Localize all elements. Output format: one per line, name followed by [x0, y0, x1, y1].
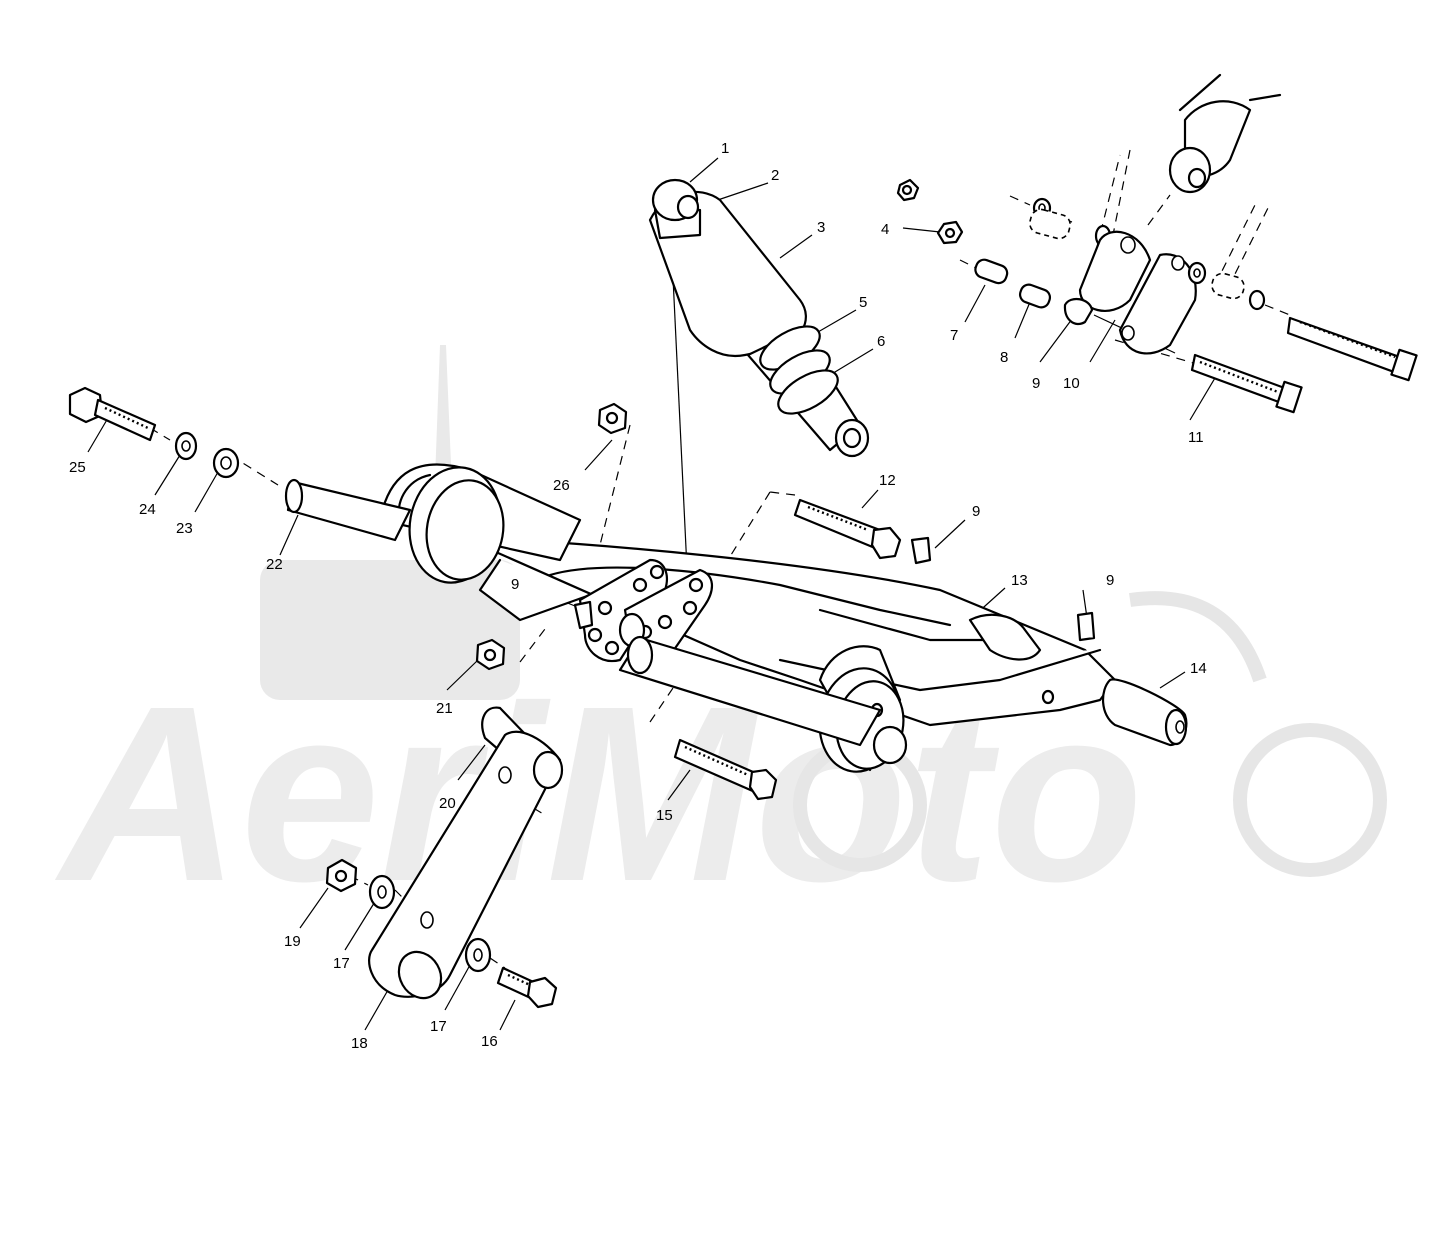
- callout-9-center: 9: [972, 503, 980, 520]
- callout-6: 6: [877, 333, 885, 350]
- callout-15: 15: [656, 807, 673, 824]
- callout-11: 11: [1188, 429, 1204, 446]
- callout-4: 4: [881, 221, 889, 238]
- right-hub-tube: [872, 725, 908, 765]
- spring-coil-3: [777, 369, 839, 415]
- grease-fitting-right: [1076, 611, 1096, 642]
- shock-absorber: [648, 178, 870, 591]
- grease-fitting-part-9: [1063, 297, 1094, 326]
- spacer-dashed: [1029, 208, 1071, 240]
- left-hub-inner: [425, 479, 505, 581]
- callout-3: 3: [817, 219, 825, 236]
- upper-shock-eyelet: [1168, 146, 1212, 194]
- callout-26: 26: [553, 477, 570, 494]
- callout-17-upper: 17: [333, 955, 350, 972]
- bolt-part-11: [1190, 353, 1292, 407]
- callout-5: 5: [859, 294, 867, 311]
- callout-20: 20: [439, 795, 456, 812]
- callout-10: 10: [1063, 375, 1080, 392]
- shock-mount-detail: [896, 73, 1418, 414]
- callout-9-left: 9: [511, 576, 519, 593]
- callout-labels: 1 2 3 4 5 6 7 8 9 10 11 12 9 13 9 14 25 …: [69, 140, 1207, 1052]
- long-bolt: [1286, 316, 1410, 378]
- bolt-head-15: [748, 768, 778, 801]
- fasteners: [68, 386, 902, 801]
- axles: [284, 478, 1188, 747]
- grease-fitting-center: [910, 536, 932, 565]
- callout-12: 12: [879, 472, 896, 489]
- callout-14: 14: [1190, 660, 1207, 677]
- callout-19: 19: [284, 933, 301, 950]
- callout-25: 25: [69, 459, 86, 476]
- callout-2: 2: [771, 167, 779, 184]
- bolt-head-12: [870, 526, 902, 560]
- eyelet-hole: [676, 194, 700, 220]
- callout-17-lower: 17: [430, 1018, 447, 1035]
- callout-22: 22: [266, 556, 283, 573]
- bolt-16-head: [526, 976, 558, 1009]
- callout-16: 16: [481, 1033, 498, 1050]
- callout-9-right: 9: [1106, 572, 1114, 589]
- bushing-part-7: [974, 258, 1009, 285]
- callout-24: 24: [139, 501, 156, 518]
- callout-9-mount: 9: [1032, 375, 1040, 392]
- bolt-shaft-12: [793, 498, 882, 550]
- grease-fitting-left: [573, 600, 594, 630]
- lower-link: [325, 706, 564, 1009]
- bolt-shaft-25: [93, 398, 157, 442]
- swing-arm-tube-joint: [968, 613, 1042, 661]
- swing-arm: [378, 463, 1117, 773]
- bottom-eyelet-hole: [842, 427, 862, 449]
- callout-7: 7: [950, 327, 958, 344]
- callout-18: 18: [351, 1035, 368, 1052]
- bushing-part-8: [1018, 283, 1052, 309]
- callout-1: 1: [721, 140, 729, 157]
- callout-13: 13: [1011, 572, 1028, 589]
- callout-23: 23: [176, 520, 193, 537]
- pivot-tube: [618, 636, 882, 747]
- callout-8: 8: [1000, 349, 1008, 366]
- callout-21: 21: [436, 700, 453, 717]
